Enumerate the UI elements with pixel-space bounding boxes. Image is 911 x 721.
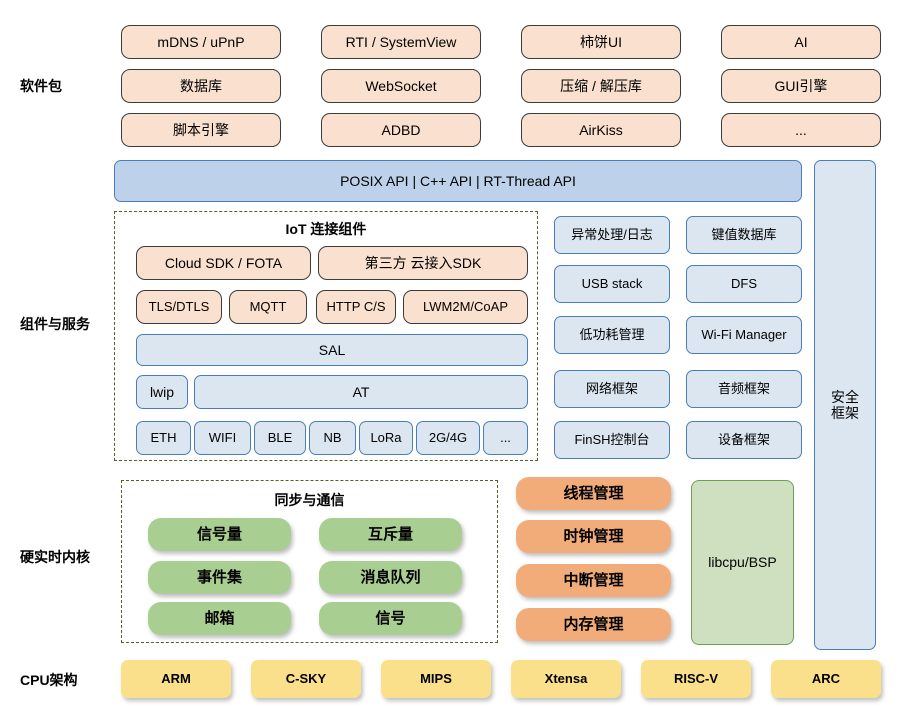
software-package-box[interactable]: 柿饼UI [521,25,681,59]
component-box[interactable]: USB stack [554,265,670,303]
iot-link-box[interactable]: WIFI [194,421,251,455]
component-box[interactable]: 异常处理/日志 [554,216,670,254]
component-box[interactable]: 音频框架 [686,370,802,408]
component-box[interactable]: Wi-Fi Manager [686,316,802,354]
iot-link-box[interactable]: LoRa [359,421,413,455]
kernel-management-box[interactable]: 内存管理 [516,608,671,641]
kernel-management-box[interactable]: 线程管理 [516,477,671,510]
sync-communication-group [121,480,498,643]
software-package-box[interactable]: 压缩 / 解压库 [521,69,681,103]
cpu-architecture-box[interactable]: C-SKY [251,660,361,698]
iot-lwip-box[interactable]: lwip [136,375,188,409]
cpu-architecture-box[interactable]: Xtensa [511,660,621,698]
iot-link-box[interactable]: BLE [254,421,306,455]
kernel-management-box[interactable]: 中断管理 [516,564,671,597]
iot-link-box[interactable]: ETH [136,421,191,455]
sync-primitive-box[interactable]: 互斥量 [319,518,462,551]
iot-group-title: IoT 连接组件 [285,221,367,237]
iot-link-box[interactable]: 2G/4G [416,421,480,455]
iot-sdk-box[interactable]: Cloud SDK / FOTA [136,246,311,280]
iot-connectivity-group [114,211,538,461]
row-label-hard-realtime-kernel: 硬实时内核 [20,549,90,565]
software-package-box[interactable]: ADBD [321,113,481,147]
cpu-architecture-box[interactable]: ARC [771,660,881,698]
security-framework-column[interactable]: 安全 框架 [814,160,876,650]
kernel-management-box[interactable]: 时钟管理 [516,520,671,553]
component-box[interactable]: DFS [686,265,802,303]
sync-primitive-box[interactable]: 信号量 [148,518,291,551]
component-box[interactable]: 设备框架 [686,421,802,459]
software-package-box[interactable]: AI [721,25,881,59]
sync-primitive-box[interactable]: 信号 [319,602,462,635]
api-bar[interactable]: POSIX API | C++ API | RT-Thread API [114,160,802,202]
iot-protocol-box[interactable]: HTTP C/S [316,290,396,324]
component-box[interactable]: FinSH控制台 [554,421,670,459]
software-package-box[interactable]: GUI引擎 [721,69,881,103]
iot-link-box[interactable]: ... [483,421,528,455]
row-label-software-packages: 软件包 [20,78,62,94]
iot-at-box[interactable]: AT [194,375,528,409]
component-box[interactable]: 网络框架 [554,370,670,408]
iot-protocol-box[interactable]: LWM2M/CoAP [403,290,528,324]
sync-primitive-box[interactable]: 邮箱 [148,602,291,635]
iot-protocol-box[interactable]: TLS/DTLS [136,290,222,324]
row-label-cpu-architecture: CPU架构 [20,672,78,688]
row-label-components-services: 组件与服务 [20,316,90,332]
sync-primitive-box[interactable]: 事件集 [148,561,291,594]
cpu-architecture-box[interactable]: RISC-V [641,660,751,698]
security-framework-line2: 框架 [831,405,859,421]
component-box[interactable]: 键值数据库 [686,216,802,254]
iot-link-box[interactable]: NB [309,421,356,455]
software-package-box[interactable]: AirKiss [521,113,681,147]
component-box[interactable]: 低功耗管理 [554,316,670,354]
software-package-box[interactable]: 脚本引擎 [121,113,281,147]
libcpu-bsp-box[interactable]: libcpu/BSP [691,480,794,645]
iot-sdk-box[interactable]: 第三方 云接入SDK [318,246,528,280]
software-package-box[interactable]: WebSocket [321,69,481,103]
cpu-architecture-box[interactable]: MIPS [381,660,491,698]
iot-protocol-box[interactable]: MQTT [229,290,307,324]
security-framework-line1: 安全 [831,388,859,405]
software-package-box[interactable]: 数据库 [121,69,281,103]
sync-primitive-box[interactable]: 消息队列 [319,561,462,594]
software-package-box[interactable]: RTI / SystemView [321,25,481,59]
software-package-box[interactable]: mDNS / uPnP [121,25,281,59]
sync-group-title: 同步与通信 [274,492,345,508]
iot-sal-box[interactable]: SAL [136,334,528,366]
software-package-box[interactable]: ... [721,113,881,147]
cpu-architecture-box[interactable]: ARM [121,660,231,698]
